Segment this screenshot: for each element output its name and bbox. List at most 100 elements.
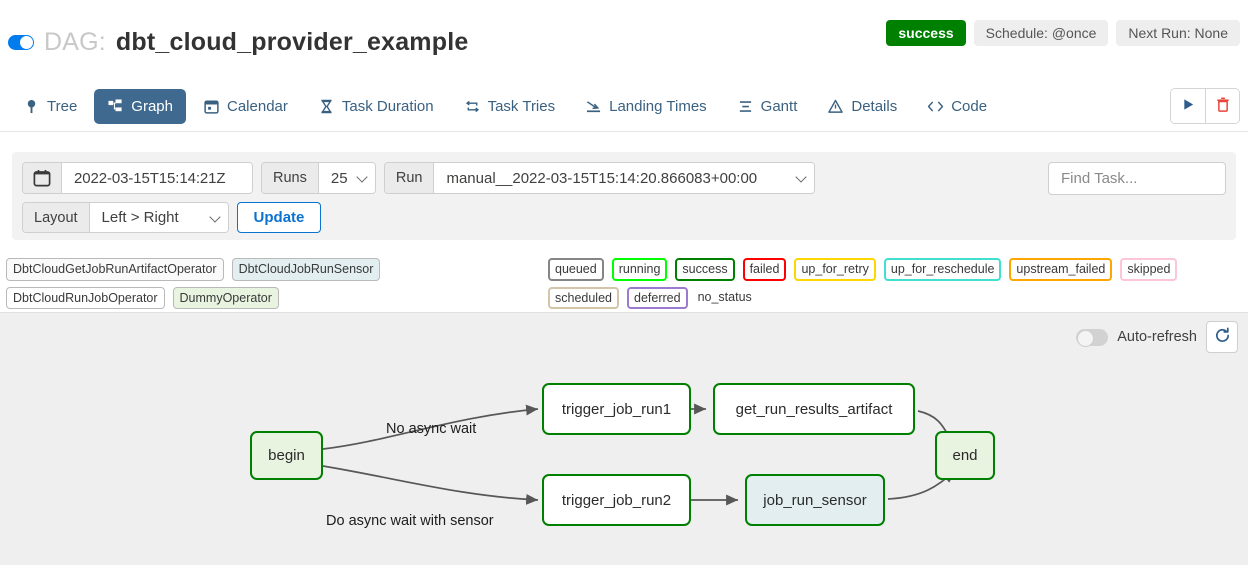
runs-label: Runs — [262, 163, 319, 193]
landing-times-icon — [585, 98, 602, 115]
warning-icon — [827, 98, 844, 115]
task-node-label: job_run_sensor — [763, 491, 867, 509]
base-date-group: 2022-03-15T15:14:21Z — [22, 162, 253, 194]
tab-label: Details — [851, 97, 898, 115]
legend-status-chip[interactable]: up_for_retry — [794, 258, 876, 281]
legend-operator-chip[interactable]: DummyOperator — [172, 286, 279, 309]
graph-panel: Auto-refresh begin trigger_job_run1 — [0, 312, 1248, 565]
graph-edges — [322, 403, 956, 506]
schedule-badge[interactable]: Schedule: @once — [973, 20, 1109, 46]
update-button[interactable]: Update — [236, 202, 322, 233]
legend-status-chip[interactable]: success — [675, 258, 735, 281]
dag-title: DAG: dbt_cloud_provider_example — [8, 28, 468, 57]
view-tabbar: Tree Graph — [0, 80, 1248, 132]
task-node-trigger-job-run1[interactable]: trigger_job_run1 — [542, 383, 691, 435]
tab-label: Code — [951, 97, 988, 115]
tab-task-duration[interactable]: Task Duration — [305, 89, 447, 124]
dag-actions — [1170, 88, 1240, 124]
legend-status-chip[interactable]: no_status — [697, 289, 752, 304]
legend-status-chip[interactable]: failed — [742, 258, 787, 281]
find-task-input[interactable]: Find Task... — [1048, 162, 1226, 195]
filter-row-primary: 2022-03-15T15:14:21Z Runs 25 Run manual_… — [22, 162, 816, 194]
filter-row-layout: Layout Left > Right Update — [22, 202, 322, 233]
legend-status-chip[interactable]: upstream_failed — [1009, 258, 1113, 281]
task-node-job-run-sensor[interactable]: job_run_sensor — [745, 474, 885, 526]
edge-label-async-with-sensor: Do async wait with sensor — [326, 513, 494, 529]
tab-gantt[interactable]: Gantt — [724, 89, 811, 124]
runs-select[interactable]: 25 — [318, 163, 375, 193]
legend-status-chip[interactable]: running — [611, 258, 668, 281]
task-node-label: trigger_job_run2 — [561, 491, 672, 509]
task-node-end[interactable]: end — [935, 431, 995, 480]
edge-label-no-async-wait: No async wait — [386, 421, 477, 437]
task-node-label: trigger_job_run1 — [561, 400, 672, 418]
legend-status-chip[interactable]: scheduled — [548, 286, 619, 309]
tab-landing-times[interactable]: Landing Times — [572, 89, 720, 124]
page-header: DAG: dbt_cloud_provider_example success … — [0, 0, 1248, 72]
tab-label: Gantt — [760, 97, 798, 115]
layout-label: Layout — [23, 203, 90, 232]
legend-status-chip[interactable]: up_for_reschedule — [883, 258, 1002, 281]
refresh-icon — [1214, 327, 1231, 347]
legend-operator-chip[interactable]: DbtCloudGetJobRunArtifactOperator — [6, 258, 224, 281]
tab-calendar[interactable]: Calendar — [190, 89, 301, 124]
task-node-label: begin — [268, 447, 305, 464]
header-badges: success Schedule: @once Next Run: None — [886, 20, 1240, 46]
gantt-icon — [737, 98, 754, 115]
run-label: Run — [384, 163, 435, 193]
legend-status-chip[interactable]: deferred — [627, 286, 688, 309]
run-select[interactable]: manual__2022-03-15T15:14:20.866083+00:00 — [434, 163, 815, 193]
tab-graph[interactable]: Graph — [94, 88, 186, 124]
dag-name: dbt_cloud_provider_example — [115, 28, 469, 56]
calendar-icon[interactable] — [23, 163, 62, 193]
refresh-button[interactable] — [1206, 321, 1238, 353]
tab-details[interactable]: Details — [814, 89, 910, 124]
filter-panel: 2022-03-15T15:14:21Z Runs 25 Run manual_… — [12, 152, 1236, 240]
dag-pause-toggle[interactable] — [8, 35, 34, 50]
trash-icon — [1216, 97, 1230, 115]
tab-label: Calendar — [227, 97, 288, 115]
auto-refresh-label: Auto-refresh — [1117, 329, 1197, 345]
next-run-badge: Next Run: None — [1116, 20, 1240, 46]
tab-code[interactable]: Code — [914, 89, 1000, 124]
edge-begin-to-trigger2 — [322, 465, 539, 505]
trigger-dag-button[interactable] — [1171, 89, 1205, 123]
task-node-label: end — [952, 447, 978, 464]
legend-status-chip[interactable]: queued — [548, 258, 604, 281]
task-node-trigger-job-run2[interactable]: trigger_job_run2 — [542, 474, 691, 526]
view-tabs: Tree Graph — [10, 80, 1000, 132]
tab-tree[interactable]: Tree — [10, 89, 90, 124]
auto-refresh-row: Auto-refresh — [1076, 321, 1238, 353]
retry-icon — [464, 98, 481, 115]
play-icon — [1182, 98, 1195, 114]
tab-label: Task Tries — [487, 97, 556, 115]
layout-group: Layout Left > Right — [22, 202, 229, 233]
runs-group: Runs 25 — [261, 162, 376, 194]
legend-status-chip[interactable]: skipped — [1120, 258, 1178, 281]
layout-select[interactable]: Left > Right — [89, 203, 228, 232]
task-node-get-run-results-artifact[interactable]: get_run_results_artifact — [713, 383, 915, 435]
tab-task-tries[interactable]: Task Tries — [451, 89, 569, 124]
graph-icon — [107, 98, 124, 115]
calendar-icon — [203, 98, 220, 115]
task-node-begin[interactable]: begin — [250, 431, 323, 480]
tab-label: Task Duration — [341, 97, 434, 115]
task-node-label: get_run_results_artifact — [735, 400, 893, 418]
run-group: Run manual__2022-03-15T15:14:20.866083+0… — [383, 162, 816, 194]
dag-label: DAG: — [44, 28, 106, 56]
auto-refresh-toggle[interactable] — [1076, 328, 1109, 347]
tab-label: Landing Times — [609, 97, 707, 115]
tree-icon — [23, 98, 40, 115]
legend-operator-chip[interactable]: DbtCloudRunJobOperator — [6, 286, 165, 309]
status-badge: success — [886, 20, 966, 46]
legend-operator-chip[interactable]: DbtCloudJobRunSensor — [231, 258, 381, 281]
legend-statuses: queued running success failed up_for_retry up… — [548, 258, 1248, 309]
edge-begin-to-trigger1 — [322, 404, 539, 450]
code-icon — [927, 98, 944, 115]
base-date-input[interactable]: 2022-03-15T15:14:21Z — [62, 163, 252, 193]
hourglass-icon — [318, 98, 335, 115]
tab-label: Graph — [131, 97, 173, 115]
delete-dag-button[interactable] — [1205, 89, 1239, 123]
